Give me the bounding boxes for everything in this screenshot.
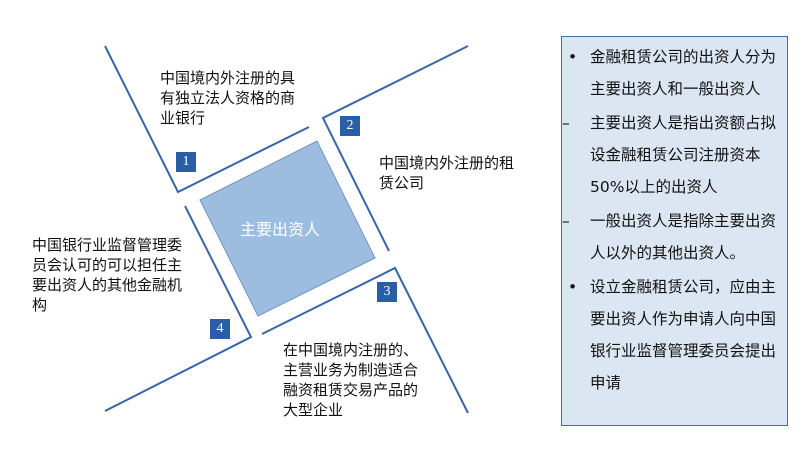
bullet-marker: • xyxy=(568,48,578,66)
corner-line-1 xyxy=(104,45,310,194)
sub-item: – 一般出资人是指除主要出资人以外的其他出资人。 xyxy=(562,205,781,269)
explanation-panel: • 金融租赁公司的出资人分为主要出资人和一般出资人 – 主要出资人是指出资额占拟设金… xyxy=(561,36,788,426)
sub-text: 一般出资人是指除主要出资人以外的其他出资人。 xyxy=(590,212,777,262)
badge-3: 3 xyxy=(377,282,397,302)
label-leasing-company: 中国境内外注册的租赁公司 xyxy=(379,154,515,192)
bullet-item: • 金融租赁公司的出资人分为主要出资人和一般出资人 xyxy=(568,41,781,105)
badge-2: 2 xyxy=(340,116,360,136)
center-label: 主要出资人 xyxy=(240,220,321,239)
dash-marker: – xyxy=(562,114,570,132)
corner-line-3 xyxy=(261,266,469,414)
corner-line-4 xyxy=(104,205,253,412)
sub-text: 主要出资人是指出资额占拟设金融租赁公司注册资本50%以上的出资人 xyxy=(590,114,777,196)
bullet-item: • 设立金融租赁公司，应由主要出资人作为申请人向中国银行业监督管理委员会提出申请 xyxy=(568,271,781,399)
sub-item: – 主要出资人是指出资额占拟设金融租赁公司注册资本50%以上的出资人 xyxy=(562,107,781,203)
label-other-financial-institution: 中国银行业监督管理委员会认可的可以担任主要出资人的其他金融机构 xyxy=(32,236,183,314)
dash-marker: – xyxy=(562,212,570,230)
label-large-enterprise: 在中国境内注册的、主营业务为制造适合融资租赁交易产品的大型企业 xyxy=(283,341,419,419)
bullet-text: 设立金融租赁公司，应由主要出资人作为申请人向中国银行业监督管理委员会提出申请 xyxy=(590,278,777,392)
center-square xyxy=(199,140,376,317)
badge-1: 1 xyxy=(176,152,196,172)
bullet-text: 金融租赁公司的出资人分为主要出资人和一般出资人 xyxy=(590,48,777,98)
corner-line-2 xyxy=(321,45,469,252)
label-commercial-bank: 中国境内外注册的具有独立法人资格的商业银行 xyxy=(160,69,296,127)
bullet-marker: • xyxy=(568,278,578,296)
badge-4: 4 xyxy=(210,319,230,339)
